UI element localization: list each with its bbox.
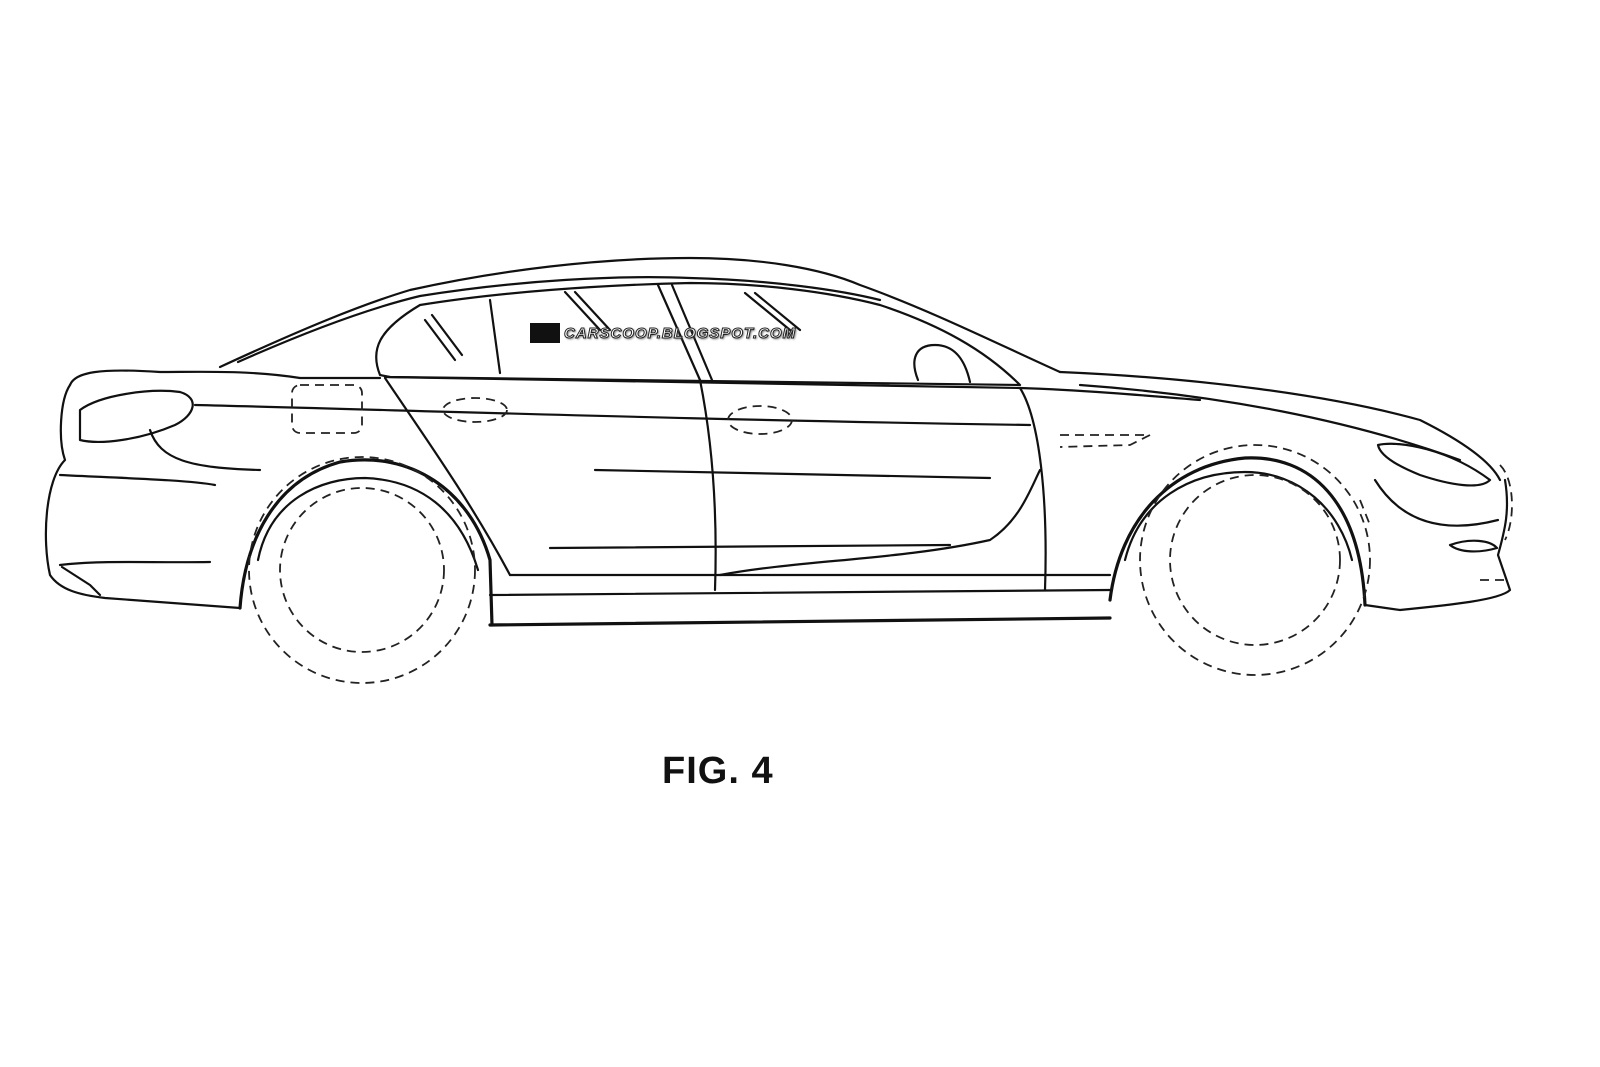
hood-line [1058, 370, 1502, 482]
mirror [913, 343, 972, 384]
side-vent [1059, 434, 1151, 448]
rear-quarter [148, 428, 262, 472]
rear-arch-inner [256, 476, 480, 572]
rocker [488, 616, 1112, 627]
rear-door-handle [442, 397, 508, 423]
rear-wheel-arch [238, 458, 494, 627]
front-door [718, 386, 1047, 592]
watermark-logo [530, 323, 560, 343]
roofline [218, 256, 1062, 374]
front-overhang-dashed [1359, 464, 1513, 581]
front-wheel-arch [1108, 456, 1367, 607]
rear-bumper [44, 383, 242, 610]
headlight [1376, 442, 1492, 487]
rear-door [383, 376, 717, 592]
rear-wheel-rim [279, 487, 445, 653]
taillight [78, 389, 194, 443]
front-bumper [1363, 478, 1512, 612]
trunk [68, 369, 382, 387]
rear-bumper-detail [58, 473, 217, 597]
window-frame [375, 281, 1022, 387]
beltline [383, 375, 1202, 402]
glass-reflections [423, 290, 802, 362]
figure-label: FIG. 4 [662, 750, 774, 792]
front-door-handle [727, 405, 793, 435]
shoulder-line [193, 403, 1032, 427]
rocker-line [488, 573, 1112, 597]
b-pillar [488, 283, 714, 382]
roofline-inner [236, 276, 882, 364]
front-bumper-detail [1373, 478, 1500, 553]
door-crease [548, 468, 992, 550]
fuel-door [291, 384, 363, 434]
watermark: CARSCOOP.BLOGSPOT.COM [530, 323, 796, 343]
front-arch-inner [1123, 470, 1354, 562]
front-wheel [1139, 444, 1371, 676]
front-wheel-rim [1169, 474, 1341, 646]
hood-crease [1078, 383, 1462, 462]
watermark-text: CARSCOOP.BLOGSPOT.COM [563, 324, 797, 342]
rear-wheel [248, 456, 476, 684]
